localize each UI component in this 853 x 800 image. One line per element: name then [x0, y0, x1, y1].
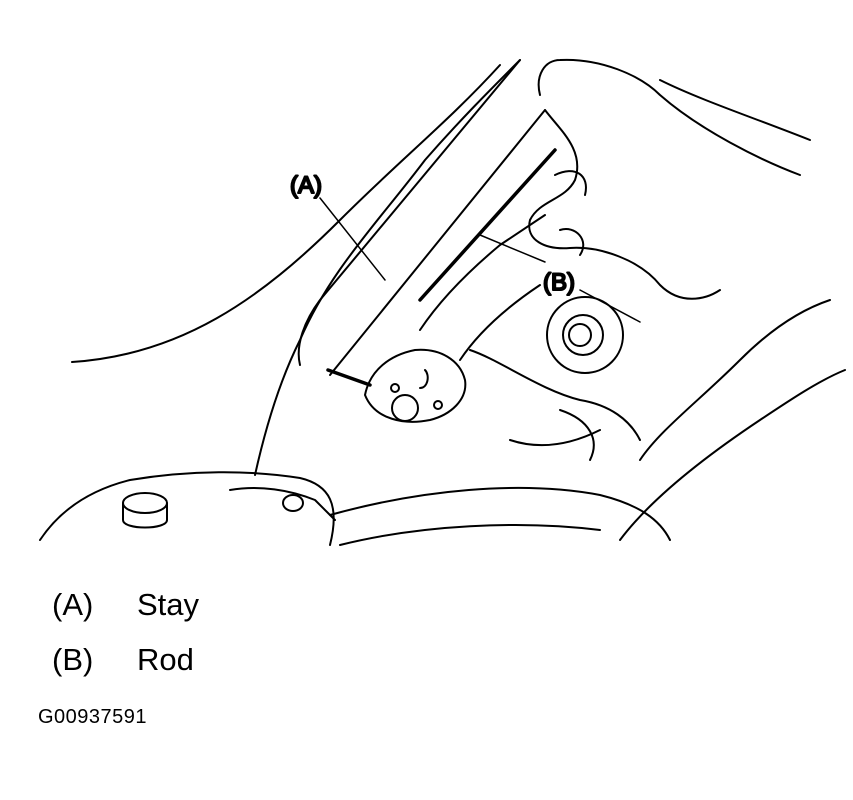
mount-block	[469, 349, 641, 447]
clamp-clip	[419, 369, 429, 389]
stay-rod-illustration: (A) (B)	[39, 58, 846, 546]
stay-bar-dark-edge	[326, 148, 557, 387]
hand-fingers	[528, 109, 721, 300]
callout-a-label: (A)	[290, 172, 322, 199]
right-panel-lower	[619, 369, 846, 541]
legend-text: Stay	[137, 587, 200, 622]
legend-key: (B)	[52, 642, 94, 677]
rod-bushing-inner	[568, 323, 592, 347]
rod-bushing-mid	[562, 314, 604, 356]
legend-key: (A)	[52, 587, 94, 622]
stay-bar	[297, 59, 521, 366]
callout-a-leader	[319, 197, 386, 281]
rod-body	[419, 214, 546, 331]
clamp-bolt	[391, 394, 419, 422]
hand-wrist	[659, 79, 811, 141]
clamp-outline	[364, 348, 467, 423]
right-panel	[639, 299, 831, 461]
hand-thumb	[554, 170, 587, 256]
clamp-hole-2	[433, 400, 443, 410]
lower-panel-plate	[329, 486, 671, 541]
bolt-shank	[122, 502, 168, 529]
callout-b-label: (B)	[543, 269, 575, 296]
clamp-hole-1	[390, 383, 400, 393]
lower-panel-ridge	[229, 487, 336, 521]
lower-panel-trim	[339, 524, 601, 546]
legend-text: Rod	[137, 642, 194, 677]
bolt-head	[122, 492, 168, 514]
rod-bushing-outer	[546, 296, 624, 374]
callout-b-leader-2	[479, 234, 546, 263]
panel-hole	[282, 494, 304, 512]
lower-panel	[39, 471, 335, 546]
stay-bar-edge	[329, 109, 546, 376]
body-contour	[71, 64, 501, 363]
body-contour-inner	[254, 59, 521, 476]
figure-id: G00937591	[38, 706, 148, 728]
mount-flange	[559, 409, 595, 461]
hand-outline	[537, 58, 801, 176]
rod-lower-edge	[459, 284, 541, 361]
callout-b-leader	[579, 289, 641, 323]
